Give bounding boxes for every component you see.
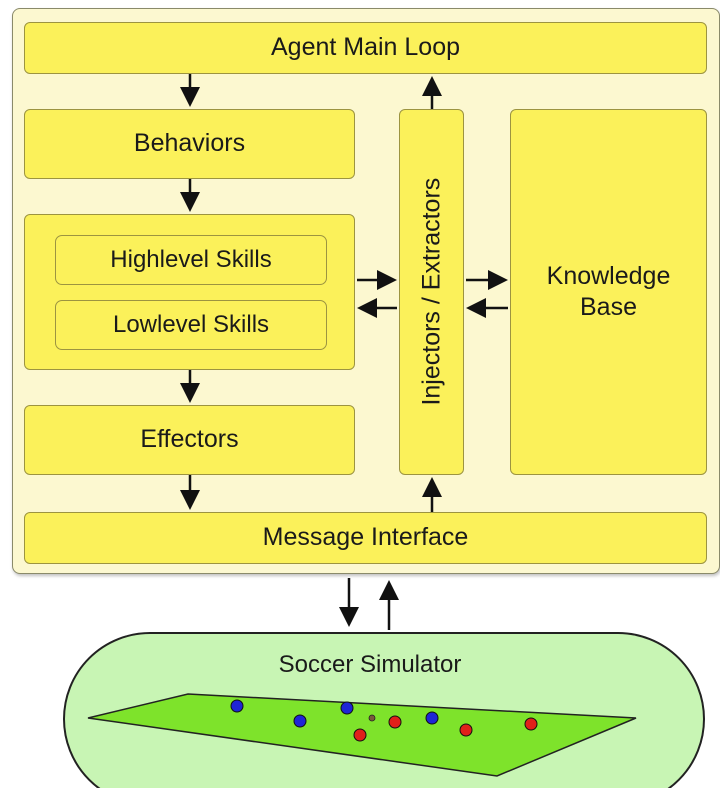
agent-main-loop-label: Agent Main Loop <box>270 33 461 62</box>
blue-player <box>340 701 354 715</box>
effectors-box: Effectors <box>24 405 355 475</box>
highlevel-skills-label: Highlevel Skills <box>110 246 272 273</box>
blue-team <box>230 699 439 728</box>
ball <box>368 714 376 722</box>
lowlevel-skills-label: Lowlevel Skills <box>112 311 270 338</box>
knowledge-base-box: Knowledge Base <box>510 109 707 475</box>
message-interface-label: Message Interface <box>262 523 469 552</box>
effectors-label: Effectors <box>140 425 239 454</box>
blue-player <box>293 714 307 728</box>
behaviors-box: Behaviors <box>24 109 355 179</box>
red-player <box>353 728 367 742</box>
message-interface-box: Message Interface <box>24 512 707 564</box>
blue-player <box>230 699 244 713</box>
lowlevel-skills-box: Lowlevel Skills <box>55 300 327 350</box>
agent-main-loop-box: Agent Main Loop <box>24 22 707 74</box>
red-team <box>353 715 538 742</box>
red-player <box>524 717 538 731</box>
knowledge-base-label-line2: Base <box>580 293 637 321</box>
knowledge-base-label-line1: Knowledge <box>546 261 671 290</box>
soccer-simulator-label: Soccer Simulator <box>279 651 462 678</box>
red-player <box>388 715 402 729</box>
red-player <box>459 723 473 737</box>
blue-player <box>425 711 439 725</box>
behaviors-label: Behaviors <box>133 129 246 158</box>
highlevel-skills-box: Highlevel Skills <box>55 235 327 285</box>
injectors-extractors-box: Injectors / Extractors <box>399 109 464 475</box>
